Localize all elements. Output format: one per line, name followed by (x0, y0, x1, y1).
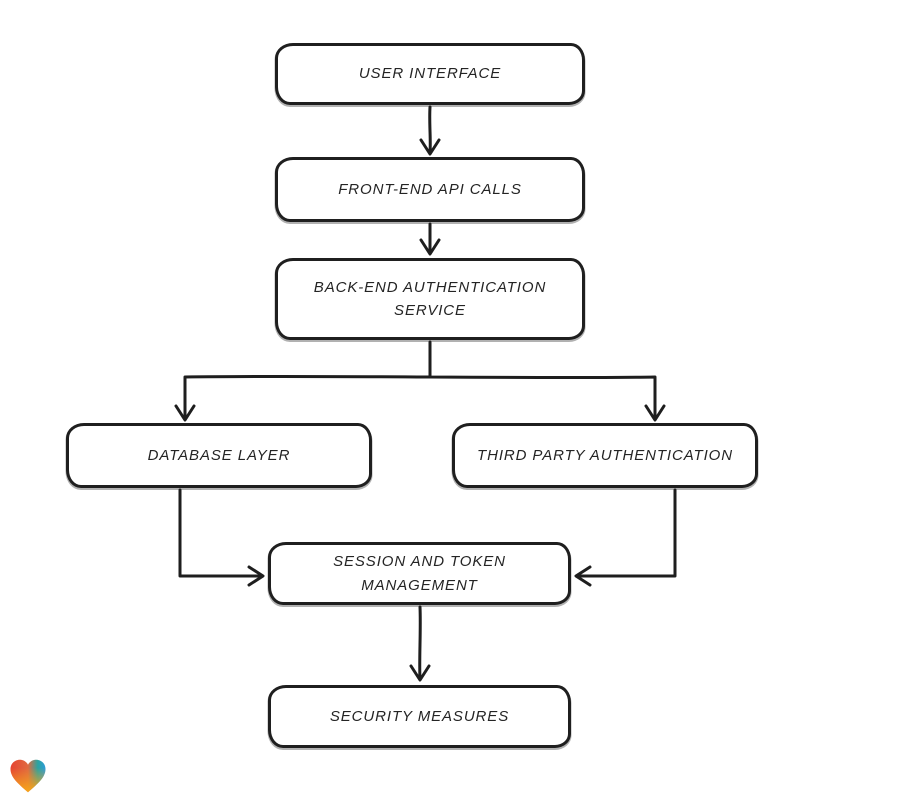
node-label: USER INTERFACE (358, 65, 502, 83)
edge-database-to-session (178, 488, 265, 587)
node-session-and-token-management[interactable]: SESSION AND TOKEN MANAGEMENT (268, 542, 571, 605)
node-back-end-authentication-service[interactable]: BACK-END AUTHENTICATION SERVICE (275, 258, 585, 340)
node-user-interface[interactable]: USER INTERFACE (275, 43, 585, 105)
node-security-measures[interactable]: SECURITY MEASURES (268, 685, 571, 748)
node-label: SECURITY MEASURES (329, 707, 510, 725)
edge-back-end-branch (174, 340, 666, 422)
node-label: FRONT-END API CALLS (338, 180, 522, 198)
node-third-party-authentication[interactable]: THIRD PARTY AUTHENTICATION (452, 423, 758, 488)
node-database-layer[interactable]: DATABASE LAYER (66, 423, 372, 488)
edge-front-end-to-back-end (419, 222, 441, 256)
edge-third-party-to-session (574, 488, 677, 587)
edge-session-to-security (409, 605, 431, 682)
node-label: THIRD PARTY AUTHENTICATION (477, 446, 733, 464)
heart-logo-icon (10, 759, 46, 793)
node-label: SESSION AND TOKEN MANAGEMENT (333, 553, 506, 594)
node-label: BACK-END AUTHENTICATION SERVICE (313, 278, 547, 319)
node-label: DATABASE LAYER (147, 446, 291, 464)
node-front-end-api-calls[interactable]: FRONT-END API CALLS (275, 157, 585, 222)
edge-user-interface-to-front-end (419, 105, 441, 156)
